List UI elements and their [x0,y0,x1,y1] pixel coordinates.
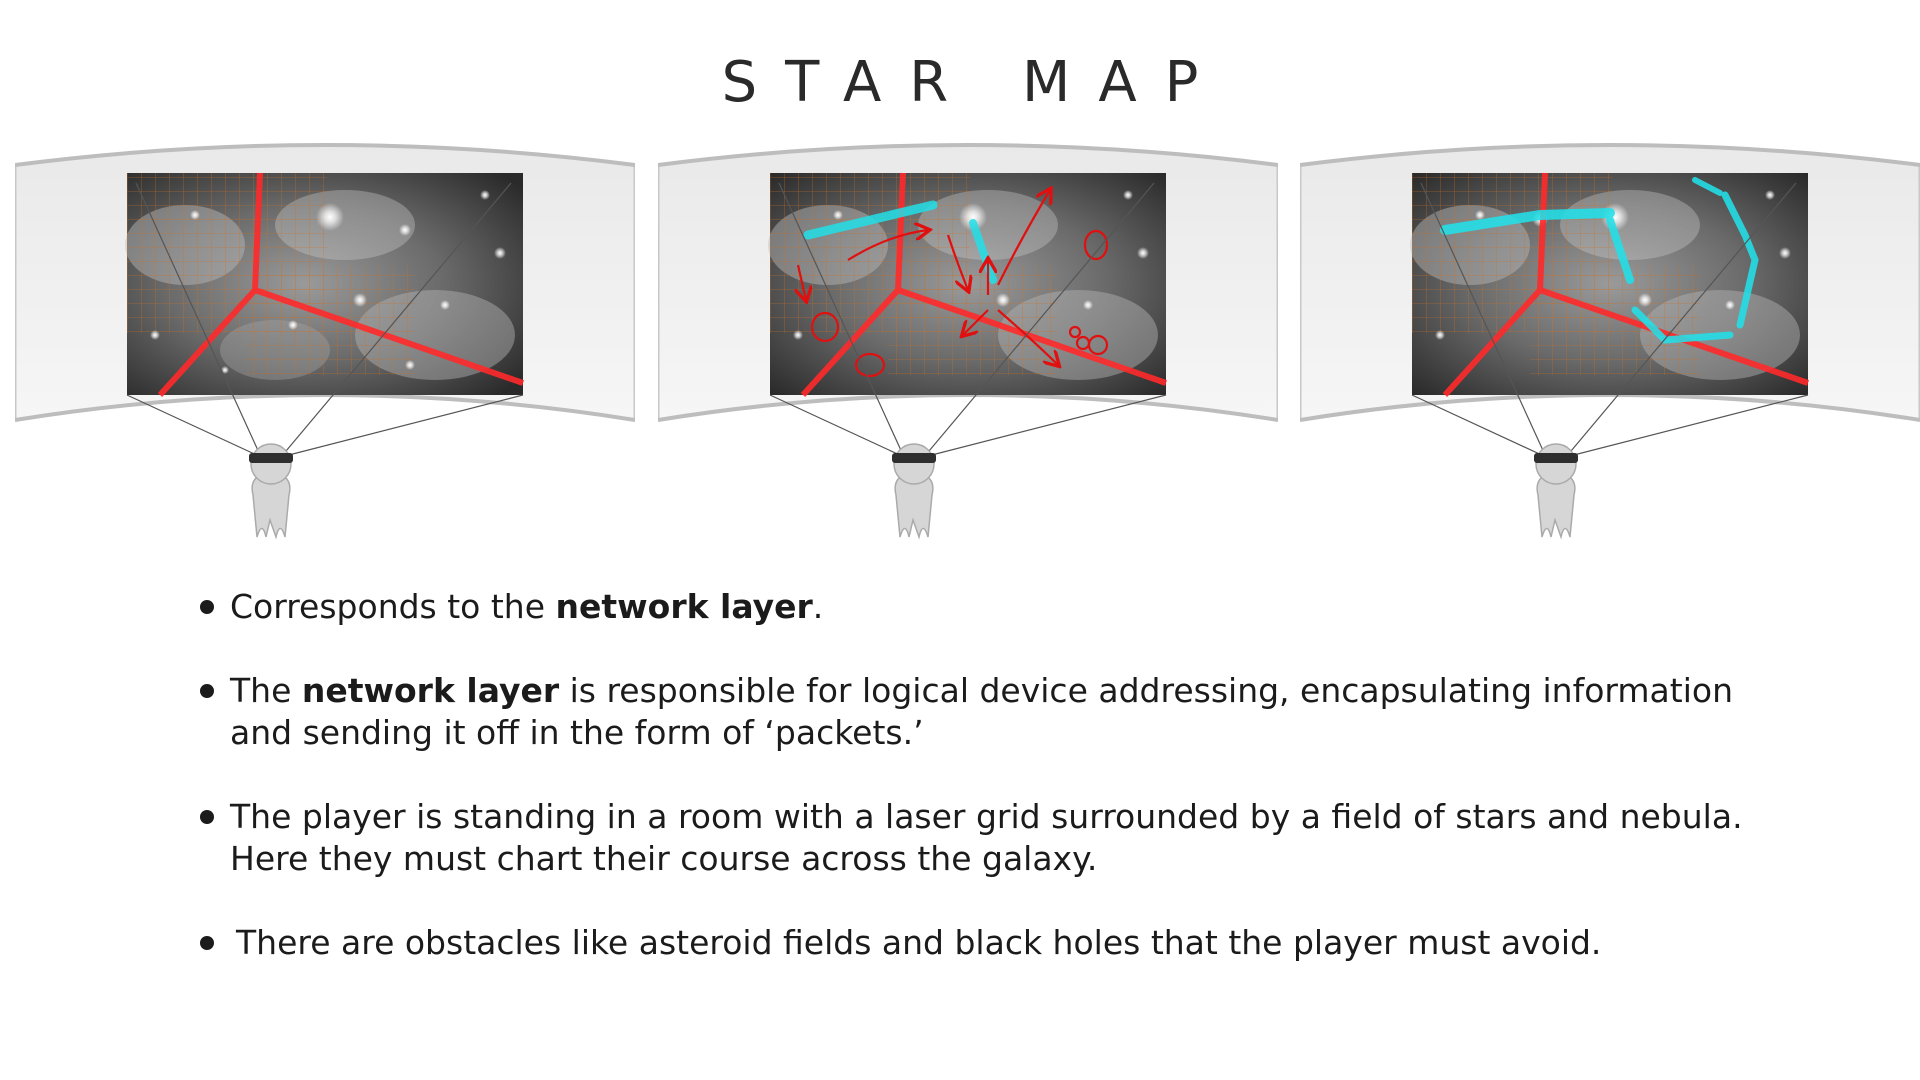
curved-screen-room-illustration [658,143,1278,540]
player-figure [892,443,936,540]
bullet-dot [200,600,214,614]
bullet-dot [200,810,214,824]
curved-screen-room-illustration [15,143,635,540]
bullet-dot [200,684,214,698]
curved-screen-room-illustration [1300,143,1920,540]
view-cone-lines [126,182,524,458]
bullet-text: Corresponds to the network layer. [230,587,824,626]
player-figure [249,443,293,540]
illustration-panel-2 [658,135,1278,565]
bullet-item: The network layer is responsible for log… [200,670,1760,754]
illustration-panel-3 [1300,135,1920,565]
bullet-text: There are obstacles like asteroid fields… [236,923,1602,962]
bullet-item: There are obstacles like asteroid fields… [200,922,1760,964]
page-title: STAR MAP [721,50,1227,115]
player-figure [1534,443,1578,540]
bullet-dot [200,936,214,950]
view-cone-lines [769,182,1167,458]
star-field-screen [768,172,1167,398]
star-field-screen [1410,172,1809,398]
constellation-route [1440,177,1759,344]
bullet-text: The network layer is responsible for log… [230,671,1733,752]
bullet-item: The player is standing in a room with a … [200,796,1760,880]
star-field-screen [125,172,524,398]
illustration-panel-1 [15,135,635,565]
route-annotations [798,190,1109,378]
bullet-list: Corresponds to the network layer. The ne… [200,586,1760,1006]
view-cone-lines [1411,182,1809,458]
bullet-item: Corresponds to the network layer. [200,586,1760,628]
bullet-text: The player is standing in a room with a … [230,797,1743,878]
